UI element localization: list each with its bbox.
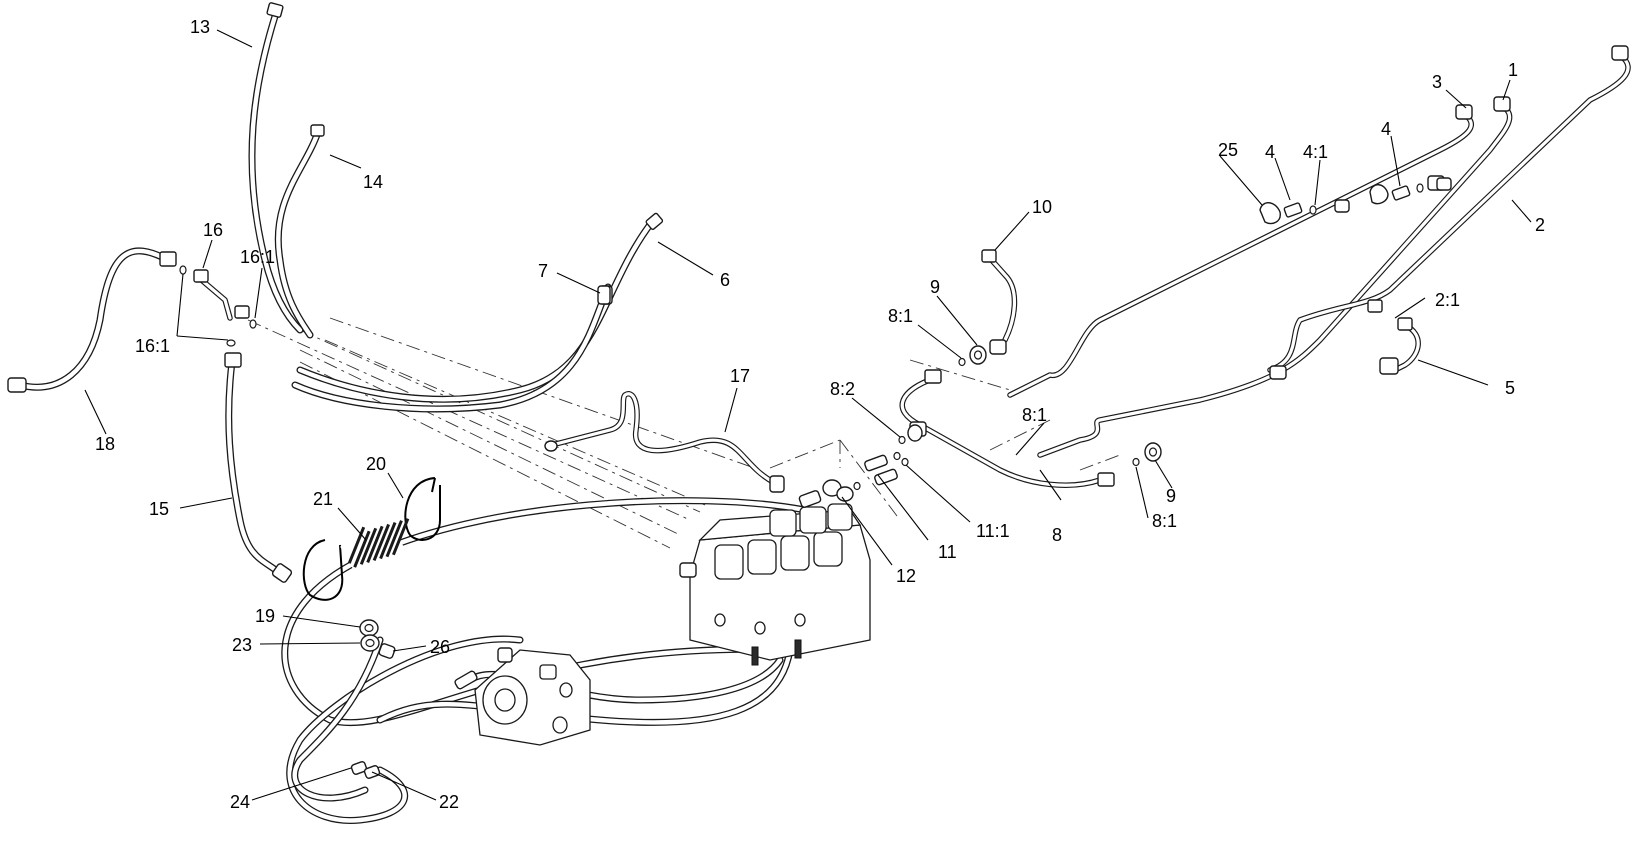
- callout-11-1: 11:1: [976, 521, 1010, 541]
- fittings-11-12[interactable]: [822, 451, 909, 502]
- tube-10[interactable]: [981, 249, 1018, 355]
- callout-labels: 13 14 16 16:1 16:1 18 15 7 6 17 20 21 19…: [95, 17, 1545, 812]
- tube-2[interactable]: [1267, 45, 1631, 380]
- tube-8[interactable]: [899, 369, 1115, 488]
- callout-8-1-lower: 8:1: [1152, 511, 1177, 531]
- hose-15[interactable]: [224, 352, 293, 583]
- hose-6[interactable]: [291, 212, 664, 413]
- callout-16-1-upper: 16:1: [240, 247, 275, 267]
- fitting-26[interactable]: [378, 643, 396, 659]
- callout-4-1: 4:1: [1303, 142, 1328, 162]
- callout-19: 19: [255, 606, 275, 626]
- fitting-24[interactable]: [350, 761, 368, 775]
- tube-3[interactable]: [1007, 104, 1474, 398]
- alignment-lines: [247, 317, 1121, 549]
- callout-18: 18: [95, 434, 115, 454]
- callout-23: 23: [232, 635, 252, 655]
- callout-4-left: 4: [1265, 142, 1275, 162]
- callout-14: 14: [363, 172, 383, 192]
- fitting-25[interactable]: [1259, 202, 1281, 225]
- leader-lines: [84, 29, 1532, 801]
- callout-11: 11: [938, 542, 957, 562]
- callout-16-1-lower: 16:1: [135, 336, 170, 356]
- tube-17[interactable]: [544, 391, 785, 493]
- callout-17: 17: [730, 366, 750, 386]
- valve-manifold: [679, 490, 871, 666]
- callout-10: 10: [1032, 197, 1052, 217]
- callout-8-1-upper: 8:1: [888, 306, 913, 326]
- hose-14[interactable]: [274, 124, 325, 339]
- hose-13[interactable]: [248, 2, 304, 334]
- callout-22: 22: [439, 792, 459, 812]
- spring-21[interactable]: [340, 510, 411, 587]
- callout-2: 2: [1535, 215, 1545, 235]
- callout-3: 3: [1432, 72, 1442, 92]
- callout-9-upper: 9: [930, 277, 940, 297]
- callout-7: 7: [538, 261, 548, 281]
- fitting-23[interactable]: [360, 634, 380, 652]
- callout-20: 20: [366, 454, 386, 474]
- fitting-9-upper[interactable]: [958, 345, 987, 367]
- clamp-20[interactable]: [302, 477, 441, 601]
- callout-6: 6: [720, 270, 730, 290]
- callout-9-lower: 9: [1166, 486, 1176, 506]
- callout-15: 15: [149, 499, 169, 519]
- callout-26: 26: [430, 637, 450, 657]
- valve-block: [454, 647, 591, 746]
- callout-8-2: 8:2: [830, 379, 855, 399]
- hose-18[interactable]: [7, 247, 177, 393]
- callout-12: 12: [896, 566, 916, 586]
- callout-2-1: 2:1: [1435, 290, 1460, 310]
- callout-13: 13: [190, 17, 210, 37]
- callout-25: 25: [1218, 140, 1238, 160]
- callout-16: 16: [203, 220, 223, 240]
- callout-21: 21: [313, 489, 333, 509]
- callout-5: 5: [1505, 378, 1515, 398]
- callout-4-right: 4: [1381, 119, 1391, 139]
- fitting-19[interactable]: [359, 619, 379, 637]
- callout-8: 8: [1052, 525, 1062, 545]
- fitting-9-lower[interactable]: [1132, 442, 1162, 467]
- fitting-7[interactable]: [597, 285, 611, 305]
- fitting-4-right[interactable]: [1369, 177, 1452, 205]
- callout-1: 1: [1508, 60, 1518, 80]
- fitting-4-left[interactable]: [1283, 199, 1350, 218]
- o-rings-16-1: [179, 265, 257, 347]
- callout-8-1-middle: 8:1: [1022, 405, 1047, 425]
- fitting-16[interactable]: [193, 269, 250, 321]
- tube-5[interactable]: [1379, 317, 1421, 375]
- fitting-8-2[interactable]: [898, 424, 923, 445]
- callout-24: 24: [230, 792, 250, 812]
